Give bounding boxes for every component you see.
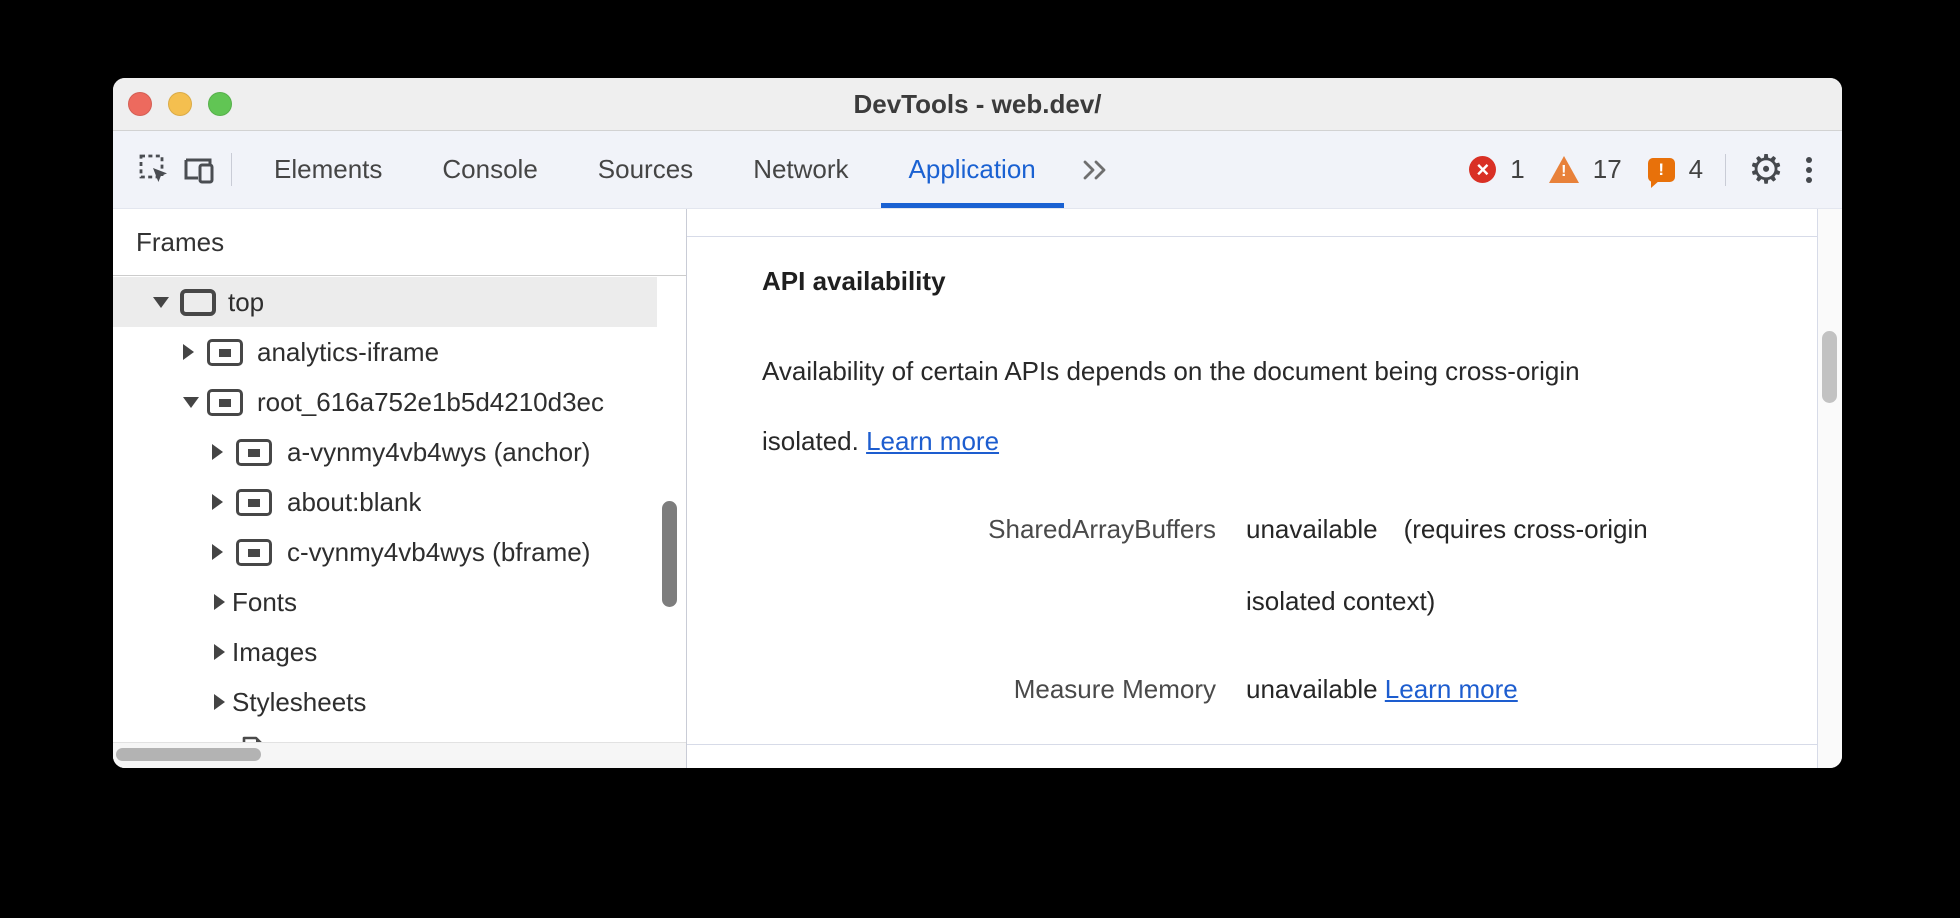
minimize-window-button[interactable] [168,92,192,116]
devtools-content: Frames top analytics-iframe [113,209,1842,768]
application-panel-content: API availability Availability of certain… [687,209,1817,768]
tree-item-label: Stylesheets [232,686,367,717]
settings-gear-icon[interactable]: ⚙ [1748,147,1784,192]
chevron-right-icon[interactable] [214,594,226,610]
tree-item-label: analytics-iframe [257,336,440,367]
frame-icon [207,388,243,416]
toolbar-right-group: × 1 ! 17 ! 4 ⚙ [1469,131,1842,208]
titlebar: DevTools - web.dev/ [113,78,1842,131]
tab-sources[interactable]: Sources [597,154,694,184]
panel-tabs: Elements Console Sources Network Applica… [244,131,1124,208]
tree-item-label: Images [232,636,318,667]
tree-item-root-frame[interactable]: root_616a752e1b5d4210d3ec [113,377,657,427]
status-value: unavailable [1246,514,1378,544]
warning-badge-icon[interactable]: ! [1548,156,1579,183]
tree-item-top[interactable]: top [113,277,657,327]
sidebar-horizontal-scrollbar-track [113,742,686,768]
learn-more-link[interactable]: Learn more [1384,674,1518,704]
sidebar-header: Frames [113,209,686,276]
chevron-down-icon[interactable] [183,396,199,408]
issue-count[interactable]: 4 [1688,154,1704,184]
api-status: unavailable (requires cross-origin isolate… [1246,493,1686,637]
toolbar-divider [1725,153,1727,186]
section-heading: API availability [762,266,946,296]
inspect-element-icon[interactable] [133,148,177,192]
warning-glyph: ! [1561,163,1567,180]
zoom-window-button[interactable] [208,92,232,116]
toolbar-divider [231,153,232,186]
tree-item-fonts[interactable]: Fonts [113,577,657,627]
main-vertical-scrollbar[interactable] [1822,331,1837,403]
frame-icon [236,538,272,566]
error-count[interactable]: 1 [1510,154,1525,184]
more-options-icon[interactable] [1798,156,1820,183]
device-toolbar-icon[interactable] [177,148,221,192]
frames-sidebar: Frames top analytics-iframe [113,209,687,768]
status-reason-continued: isolated context) [1246,586,1436,616]
tab-application[interactable]: Application [879,131,1066,208]
chevron-right-icon[interactable] [214,694,226,710]
error-badge-icon[interactable]: × [1469,156,1497,183]
tree-item-label: a-vynmy4vb4wys (anchor) [287,436,591,467]
more-tabs-chevron-icon[interactable] [1066,131,1124,208]
api-name: SharedArrayBuffers [988,514,1216,544]
tab-elements[interactable]: Elements [274,154,383,184]
description-line2: isolated. [762,426,859,456]
section-description: Availability of certain APIs depends on … [762,336,1772,476]
frame-icon [207,338,243,366]
tree-item-label: about:blank [287,486,422,517]
tree-item-bframe[interactable]: c-vynmy4vb4wys (bframe) [113,527,657,577]
table-row: Measure Memory unavailable Learn more [762,653,1686,725]
tree-item-label: top [228,286,265,317]
frame-icon [236,488,272,516]
api-name: Measure Memory [1013,674,1216,704]
status-value: unavailable [1246,674,1378,704]
chevron-down-icon[interactable] [153,296,169,308]
tree-item-label: Fonts [232,586,298,617]
api-status: unavailable Learn more [1246,653,1686,725]
sidebar-vertical-scrollbar[interactable] [662,501,677,607]
sidebar-horizontal-scrollbar[interactable] [116,748,261,761]
tree-item-stylesheets[interactable]: Stylesheets [113,677,657,727]
description-line1: Availability of certain APIs depends on … [762,356,1580,386]
chevron-right-icon[interactable] [214,644,226,660]
warning-count[interactable]: 17 [1592,154,1622,184]
window-title: DevTools - web.dev/ [853,88,1102,119]
issues-badge-icon[interactable]: ! [1647,157,1675,188]
devtools-toolbar: Elements Console Sources Network Applica… [113,131,1842,209]
tree-item-about-blank[interactable]: about:blank [113,477,657,527]
section-divider [687,744,1817,745]
tree-item-label: root_616a752e1b5d4210d3ec [257,386,605,417]
section-divider [687,236,1817,237]
frame-icon [236,438,272,466]
close-window-button[interactable] [128,92,152,116]
tab-network[interactable]: Network [753,154,849,184]
tree-item-images[interactable]: Images [113,627,657,677]
tree-item-analytics-iframe[interactable]: analytics-iframe [113,327,657,377]
devtools-window: DevTools - web.dev/ Elements Conso [113,78,1842,768]
tree-item-anchor-frame[interactable]: a-vynmy4vb4wys (anchor) [113,427,657,477]
chevron-right-icon[interactable] [212,494,224,510]
chevron-right-icon[interactable] [183,344,195,360]
tree-item-label: c-vynmy4vb4wys (bframe) [287,536,591,567]
chevron-right-icon[interactable] [212,444,224,460]
frames-tree: top analytics-iframe root_616a752e1b5d42… [113,277,686,768]
chevron-right-icon[interactable] [212,544,224,560]
learn-more-link[interactable]: Learn more [866,426,1000,456]
table-row: SharedArrayBuffers unavailable (requires … [762,493,1686,637]
tab-console[interactable]: Console [442,154,538,184]
api-availability-table: SharedArrayBuffers unavailable (requires … [762,493,1686,725]
status-reason: (requires cross-origin [1403,514,1648,544]
main-scrollbar-gutter [1817,209,1842,768]
window-icon [180,288,216,316]
